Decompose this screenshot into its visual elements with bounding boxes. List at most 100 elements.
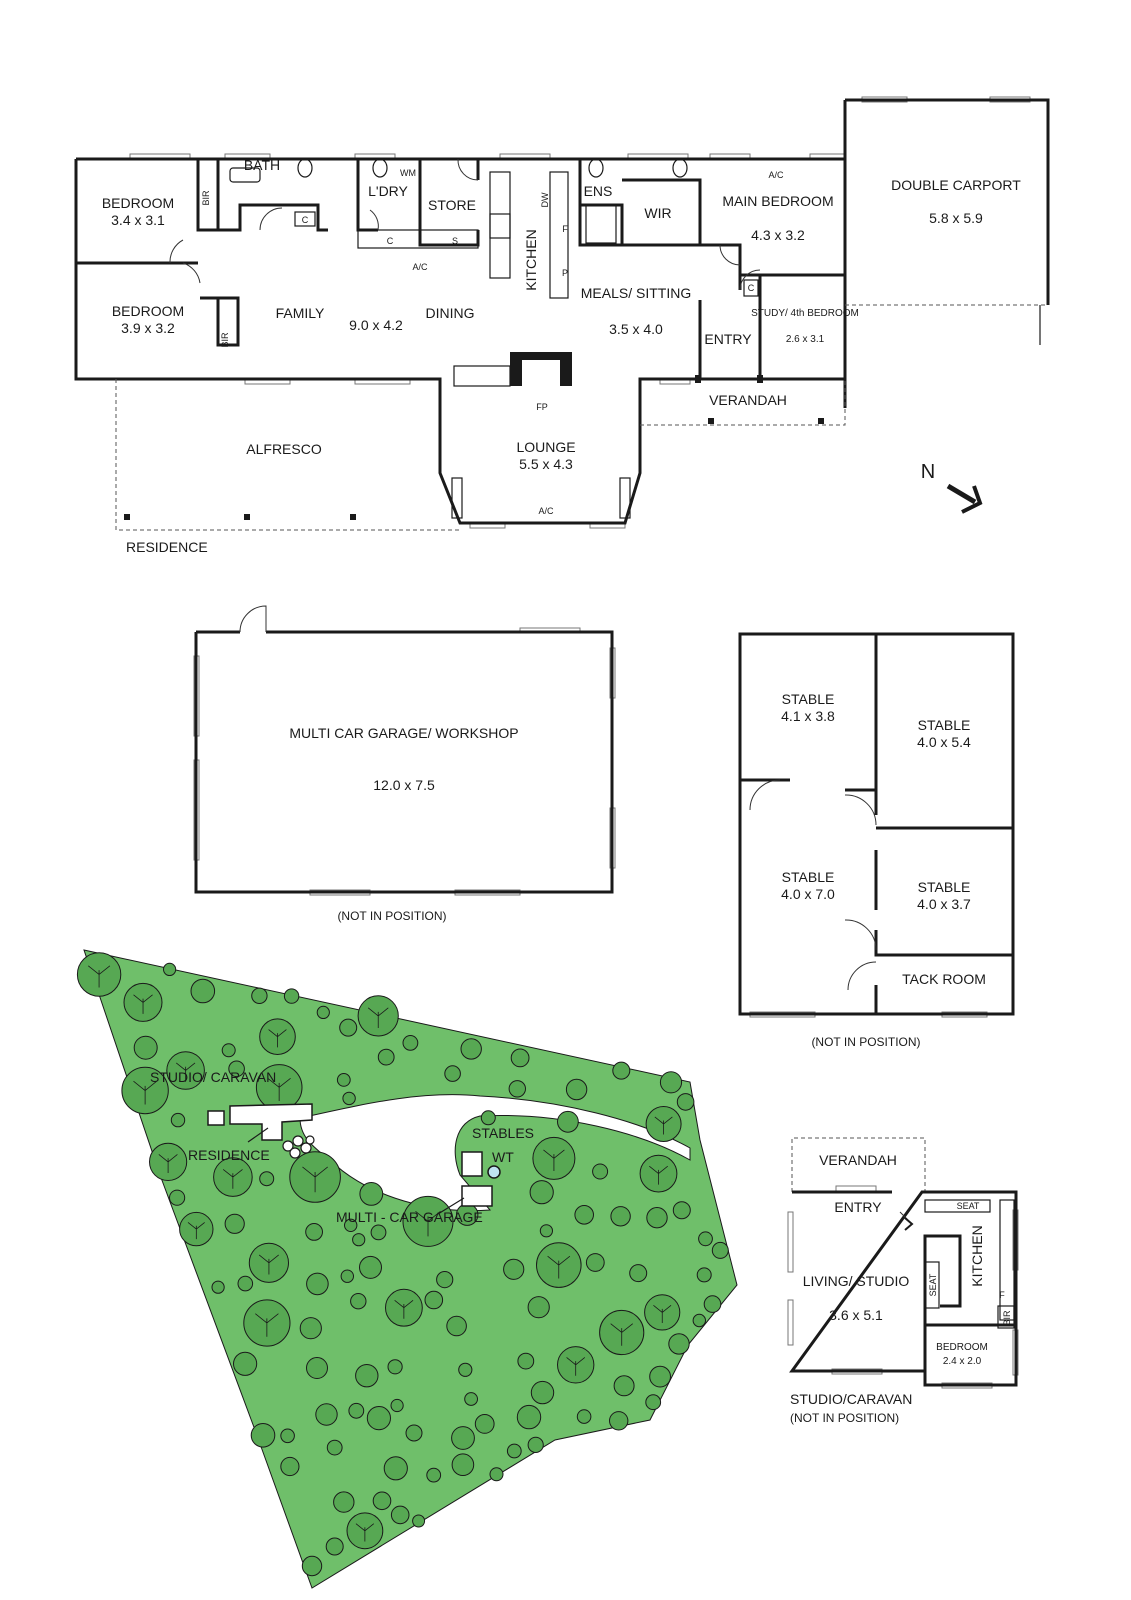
meals-dims: 3.5 x 4.0 xyxy=(609,321,663,337)
washing-machine-icon xyxy=(372,158,388,178)
tree-icon xyxy=(659,1071,683,1094)
site-garage-label: MULTI - CAR GARAGE xyxy=(336,1209,483,1225)
tree-icon xyxy=(306,1357,328,1379)
leader-line xyxy=(247,1127,269,1143)
tree-branch-icon xyxy=(566,1357,586,1376)
carport-dims: 5.8 x 5.9 xyxy=(929,210,983,226)
tree-branch-icon xyxy=(302,1166,328,1193)
lounge-dims: 5.5 x 4.3 xyxy=(519,456,573,472)
stable-4-dims: 4.0 x 3.7 xyxy=(917,896,971,912)
stables-plan: STABLE 4.1 x 3.8 STABLE 4.0 x 5.4 STABLE… xyxy=(738,632,1015,1049)
main-bedroom-dims: 4.3 x 3.2 xyxy=(751,227,805,243)
tree-icon xyxy=(529,1180,554,1205)
tree-icon xyxy=(527,1296,550,1319)
bedroom-2-dims: 3.9 x 3.2 xyxy=(121,320,175,336)
basin-icon xyxy=(672,158,688,178)
cupboard-label: C xyxy=(387,236,394,246)
tree-icon xyxy=(316,1005,330,1020)
window xyxy=(451,477,463,519)
stable-1-label: STABLE xyxy=(782,691,835,707)
tree-icon xyxy=(280,1456,300,1477)
trees xyxy=(76,952,729,1577)
door xyxy=(719,244,741,266)
ac-label: A/C xyxy=(768,170,784,180)
tree-icon xyxy=(325,1537,344,1556)
tack-room-label: TACK ROOM xyxy=(902,971,986,987)
tree-icon xyxy=(390,1505,410,1525)
site-wt-label: WT xyxy=(492,1149,514,1165)
tree-icon xyxy=(237,1275,254,1292)
study-label: STUDY/ 4th BEDROOM xyxy=(751,308,859,319)
tree-icon xyxy=(326,1439,343,1456)
carport-outline xyxy=(843,98,1050,305)
tree-branch-icon xyxy=(415,1211,441,1237)
garage-label: MULTI CAR GARAGE/ WORKSHOP xyxy=(289,725,518,741)
exterior-wall xyxy=(74,159,845,525)
tree-branch-icon xyxy=(355,1523,375,1542)
window xyxy=(787,1211,794,1273)
studio-caption: STUDIO/CARAVAN xyxy=(790,1391,912,1407)
studio-building xyxy=(207,1110,225,1126)
tree-icon xyxy=(692,1313,706,1328)
tree-branch-icon xyxy=(547,1255,571,1279)
site-stables-label: STABLES xyxy=(472,1125,534,1141)
tree-icon xyxy=(170,1112,186,1128)
tree-icon xyxy=(424,1290,444,1310)
interior-wall xyxy=(622,178,702,247)
ac-label: A/C xyxy=(538,506,554,516)
bedroom-1-dims: 3.4 x 3.1 xyxy=(111,212,165,228)
compass: N xyxy=(921,461,983,514)
entry-label: ENTRY xyxy=(704,331,752,347)
tree-icon xyxy=(464,1392,479,1406)
alfresco-outline xyxy=(115,379,460,531)
garage-dims: 12.0 x 7.5 xyxy=(373,777,435,793)
door xyxy=(239,605,267,633)
interior-wall xyxy=(700,243,742,290)
studio-bedroom-dims: 2.4 x 2.0 xyxy=(943,1356,982,1367)
family-label: FAMILY xyxy=(276,305,325,321)
study-dims: 2.6 x 3.1 xyxy=(786,334,825,345)
tree-icon xyxy=(228,1060,245,1078)
door xyxy=(844,919,877,951)
seat-label: SEAT xyxy=(957,1201,980,1211)
bath-tub xyxy=(229,167,261,183)
tree-icon xyxy=(359,1182,384,1206)
tree-icon xyxy=(458,1362,473,1377)
carport-label: DOUBLE CARPORT xyxy=(891,177,1021,193)
seat xyxy=(924,1199,991,1213)
fireplace-opening xyxy=(522,360,560,386)
tree-icon xyxy=(703,1295,722,1313)
tree-icon xyxy=(333,1491,355,1513)
post xyxy=(818,418,824,424)
tree-icon xyxy=(446,1315,467,1337)
shower xyxy=(585,204,617,244)
garage-note: (NOT IN POSITION) xyxy=(337,909,446,923)
stable-2-dims: 4.0 x 5.4 xyxy=(917,734,971,750)
residence-caption: RESIDENCE xyxy=(126,539,208,555)
stables-note: (NOT IN POSITION) xyxy=(811,1035,920,1049)
tree-branch-icon xyxy=(133,1080,157,1105)
tree-icon xyxy=(390,1398,404,1413)
stable-3-dims: 4.0 x 7.0 xyxy=(781,886,835,902)
tree-icon xyxy=(576,1409,592,1424)
tree-icon xyxy=(412,1514,426,1528)
tree-icon xyxy=(646,1207,668,1229)
stable-3-label: STABLE xyxy=(782,869,835,885)
post xyxy=(350,514,356,520)
tree-icon xyxy=(133,1035,158,1060)
tree-icon xyxy=(315,1403,338,1426)
alfresco-label: ALFRESCO xyxy=(246,441,322,457)
tree-icon xyxy=(224,1213,245,1234)
interior-wall xyxy=(740,273,845,379)
cupboard-label: C xyxy=(748,283,755,293)
laundry-bench xyxy=(357,229,479,249)
tree-icon xyxy=(565,1078,588,1101)
kitchen-bench xyxy=(489,171,511,279)
window xyxy=(619,477,631,519)
tree-branch-icon xyxy=(87,965,111,988)
tree-icon xyxy=(517,1352,535,1370)
door xyxy=(844,794,877,826)
garage-plan: MULTI CAR GARAGE/ WORKSHOP 12.0 x 7.5 (N… xyxy=(193,605,616,923)
cooktop xyxy=(489,213,511,239)
